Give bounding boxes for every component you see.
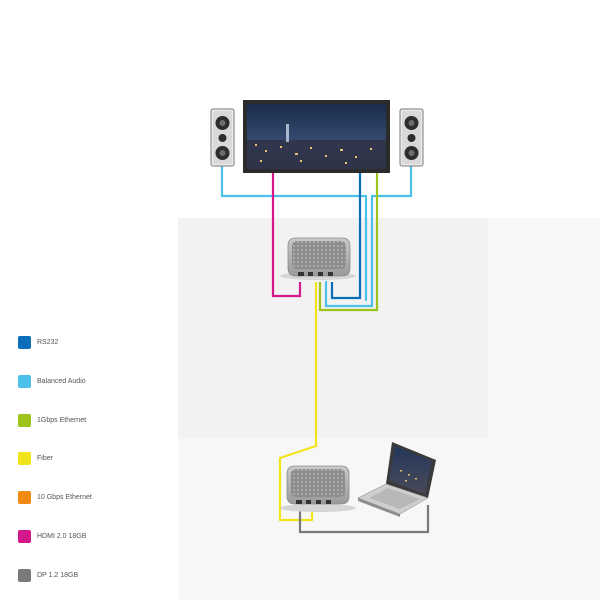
speaker-left	[210, 108, 235, 167]
laptop	[357, 442, 436, 517]
legend-item-dp: DP 1.2 18GB	[18, 567, 78, 583]
audio-cable-right	[324, 164, 413, 308]
legend-label: DP 1.2 18GB	[37, 571, 79, 579]
dp-swatch	[18, 568, 31, 582]
rs232-swatch	[18, 335, 31, 349]
balanced-audio-cables	[220, 164, 413, 308]
fiber-swatch	[18, 451, 31, 465]
legend-label: RS232	[37, 338, 59, 346]
rs232-cable	[330, 170, 362, 300]
legend-item-hdmi: HDMI 2.0 18GB	[18, 528, 86, 544]
transmitter-unit	[280, 465, 356, 512]
receiver-unit	[280, 237, 356, 280]
fiber-cable	[278, 282, 318, 522]
legend-item-fiber: Fiber	[18, 450, 53, 466]
legend-label: Fiber	[37, 454, 53, 462]
dp-cable	[298, 505, 430, 534]
balanced-audio-swatch	[18, 374, 31, 388]
hdmi-cable	[271, 172, 302, 298]
hdmi-swatch	[18, 529, 31, 543]
legend-item-10gbps-ethernet: 10 Gbps Ethernet	[18, 489, 92, 505]
legend-label: HDMI 2.0 18GB	[37, 532, 87, 540]
ethernet-10gbps-swatch	[18, 490, 31, 504]
display-screen	[243, 100, 390, 173]
legend-item-1gbps-ethernet: 1Gbps Ethernet	[18, 412, 86, 428]
ethernet-1gbps-swatch	[18, 413, 31, 427]
ethernet-cable	[318, 172, 379, 312]
legend-label: 1Gbps Ethernet	[37, 416, 87, 424]
speaker-right	[399, 108, 424, 167]
audio-cable-left	[220, 164, 368, 302]
legend-item-balanced-audio: Balanced Audio	[18, 373, 86, 389]
legend-item-rs232: RS232	[18, 334, 58, 350]
legend-label: Balanced Audio	[37, 377, 86, 385]
legend-label: 10 Gbps Ethernet	[37, 493, 92, 501]
